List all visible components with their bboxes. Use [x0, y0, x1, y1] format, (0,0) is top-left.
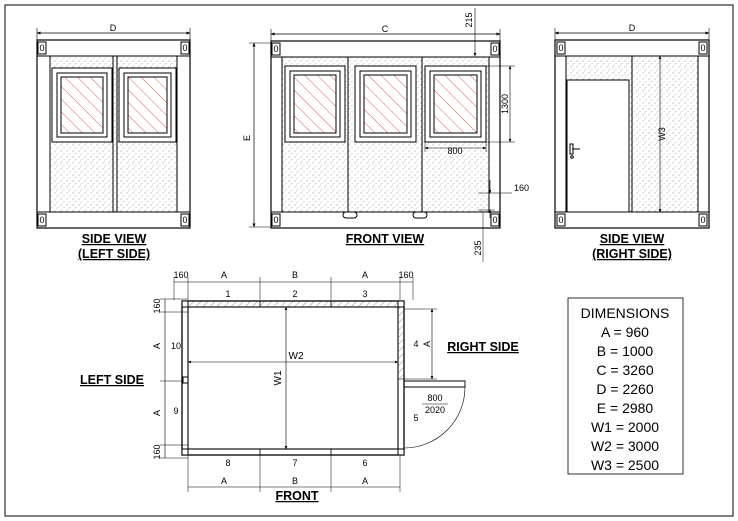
sheet-border [4, 4, 734, 517]
plan-left-side-label: LEFT SIDE [80, 373, 144, 387]
front-view [249, 8, 515, 262]
svg-text:A: A [152, 410, 162, 416]
front-view-dim-roof: 215 [464, 12, 474, 27]
svg-text:W2 = 3000: W2 = 3000 [591, 438, 659, 454]
front-view-dim-e: E [242, 135, 252, 141]
svg-text:10: 10 [171, 341, 181, 351]
plan-w2-label: W2 [289, 351, 304, 362]
plan-w1-label: W1 [273, 370, 284, 385]
svg-text:0: 0 [558, 215, 563, 225]
svg-text:0: 0 [182, 215, 187, 225]
svg-text:0: 0 [492, 44, 497, 54]
svg-text:160: 160 [152, 444, 162, 459]
front-view-dim-window-w: 800 [447, 146, 462, 156]
plan-left-dims: 160 A A 160 [152, 298, 162, 459]
svg-text:9: 9 [173, 406, 178, 416]
svg-text:A: A [362, 476, 368, 486]
plan-front-label: FRONT [275, 489, 318, 503]
front-view-title: FRONT VIEW [346, 232, 425, 246]
left-side-view [36, 28, 191, 229]
svg-text:0: 0 [182, 43, 187, 53]
svg-text:6: 6 [362, 458, 367, 468]
svg-text:W3 = 2500: W3 = 2500 [591, 457, 659, 473]
svg-text:5: 5 [413, 413, 418, 423]
front-view-dim-base: 235 [473, 240, 483, 255]
floor-plan [160, 277, 466, 492]
svg-text:C = 3260: C = 3260 [596, 362, 653, 378]
right-view-dim-d: D [629, 23, 636, 33]
svg-text:160: 160 [173, 270, 188, 280]
svg-text:0: 0 [39, 215, 44, 225]
front-view-dim-c: C [382, 24, 389, 34]
left-view-subtitle: (LEFT SIDE) [78, 247, 150, 261]
plan-right-side-label: RIGHT SIDE [447, 340, 519, 354]
svg-text:A: A [221, 476, 227, 486]
svg-text:0: 0 [273, 44, 278, 54]
plan-right-dim: A [422, 341, 432, 347]
right-view-subtitle: (RIGHT SIDE) [592, 247, 672, 261]
right-view-title: SIDE VIEW [600, 232, 665, 246]
dimensions-heading: DIMENSIONS [581, 305, 670, 321]
plan-panel-numbers: 1 2 3 4 5 6 7 8 9 10 [171, 289, 419, 468]
svg-text:D = 2260: D = 2260 [596, 381, 653, 397]
svg-text:160: 160 [152, 298, 162, 313]
svg-text:0: 0 [273, 215, 278, 225]
svg-text:0: 0 [700, 215, 705, 225]
svg-text:3: 3 [362, 289, 367, 299]
left-view-title: SIDE VIEW [82, 232, 147, 246]
svg-text:A = 960: A = 960 [601, 324, 649, 340]
svg-text:E = 2980: E = 2980 [597, 400, 654, 416]
front-view-dim-skid: 160 [514, 183, 529, 193]
left-view-dim-d: D [110, 23, 117, 33]
dimensions-box [567, 297, 684, 475]
svg-text:0: 0 [492, 215, 497, 225]
svg-text:0: 0 [39, 43, 44, 53]
svg-text:B: B [292, 476, 298, 486]
svg-text:B = 1000: B = 1000 [597, 343, 654, 359]
svg-text:W1 = 2000: W1 = 2000 [591, 419, 659, 435]
svg-text:B: B [292, 270, 298, 280]
plan-bottom-dims: A B A [221, 476, 368, 486]
right-view-dim-w3: W3 [657, 127, 667, 141]
svg-text:A: A [362, 270, 368, 280]
svg-text:4: 4 [413, 339, 418, 349]
dimensions-rows: A = 960 B = 1000 C = 3260 D = 2260 E = 2… [591, 324, 659, 473]
svg-text:160: 160 [398, 270, 413, 280]
right-side-view [554, 28, 710, 229]
svg-text:0: 0 [558, 43, 563, 53]
svg-text:A: A [221, 270, 227, 280]
plan-door-height: 2020 [425, 405, 445, 415]
plan-top-dims: 160 A B A 160 [173, 270, 413, 280]
svg-text:8: 8 [225, 458, 230, 468]
svg-text:2: 2 [292, 289, 297, 299]
svg-text:A: A [152, 343, 162, 349]
svg-text:0: 0 [700, 43, 705, 53]
front-view-dim-window-h: 1300 [500, 94, 510, 114]
plan-door-width: 800 [427, 393, 442, 403]
svg-text:1: 1 [225, 289, 230, 299]
svg-text:7: 7 [292, 458, 297, 468]
